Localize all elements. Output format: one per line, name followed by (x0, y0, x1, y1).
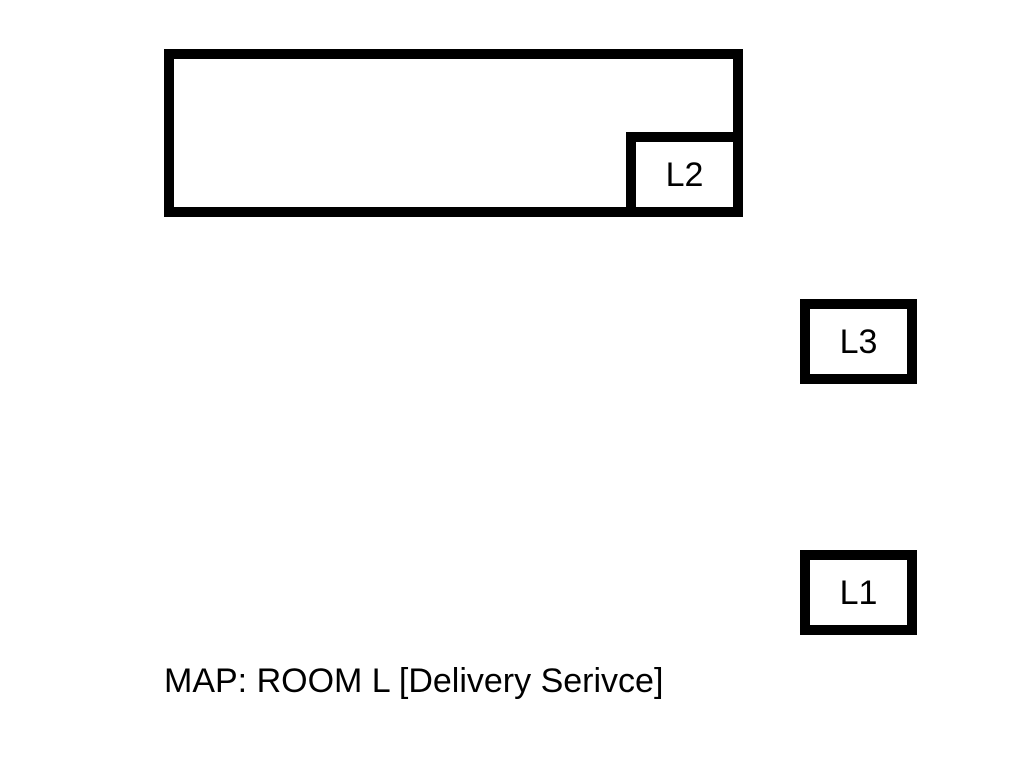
location-l3-label: L3 (839, 322, 878, 361)
location-l2-label: L2 (665, 155, 704, 194)
location-l1-box[interactable]: L1 (800, 550, 917, 635)
location-l1-label: L1 (839, 573, 878, 612)
location-l3-box[interactable]: L3 (800, 299, 917, 384)
map-caption: MAP: ROOM L [Delivery Serivce] (164, 662, 664, 700)
location-l2-box[interactable]: L2 (626, 132, 743, 217)
